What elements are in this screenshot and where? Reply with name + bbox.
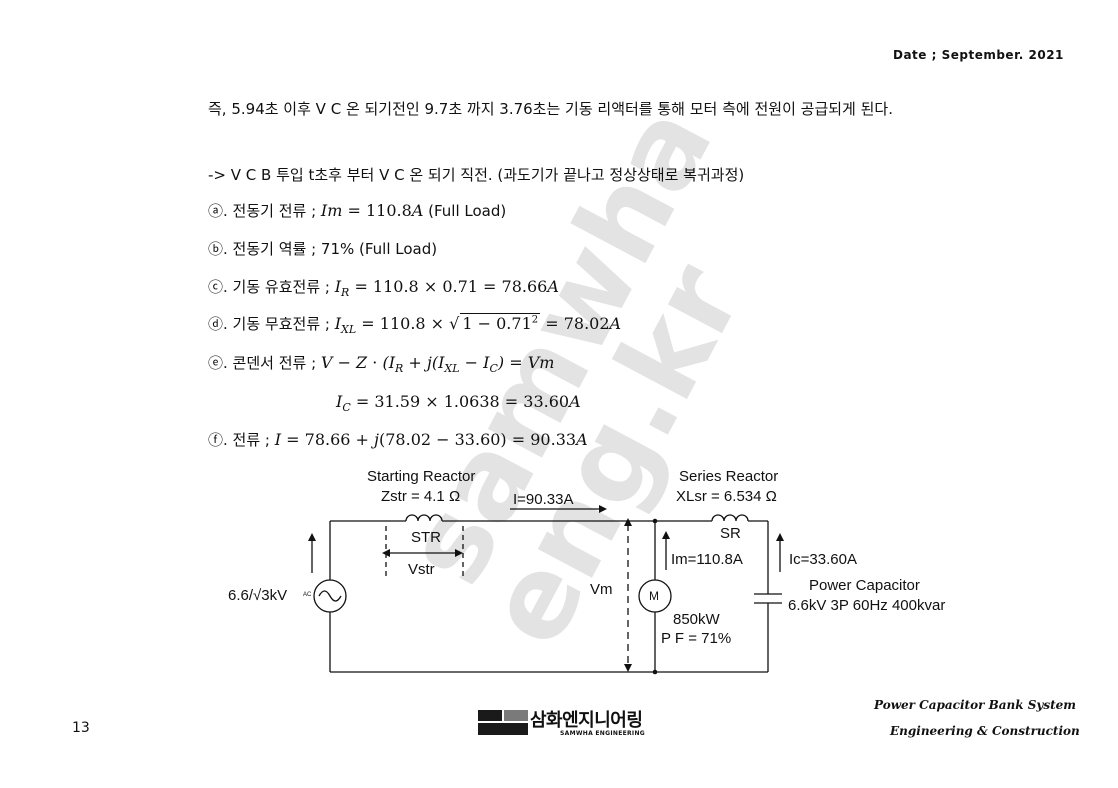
marker-f: ⓕ (208, 431, 224, 449)
im-label: Im=110.8A (671, 551, 743, 568)
page-number: 13 (72, 720, 90, 736)
ic-label: Ic=33.60A (789, 551, 857, 568)
note-a: (Full Load) (423, 202, 507, 220)
series-reactor-title: Series Reactor (679, 468, 779, 485)
label-b: . 전동기 역률 ; 71% (Full Load) (223, 240, 438, 258)
source-voltage-label: 6.6/√3kV (228, 587, 288, 604)
sine-icon (318, 590, 342, 602)
formula-d: IXL = 110.8 × √1 − 0.712 = 78.02A (334, 313, 622, 337)
label-e: . 콘덴서 전류 ; (223, 354, 321, 372)
starting-reactor-title: Starting Reactor (367, 468, 476, 485)
formula-a: Im = 110.8A (320, 201, 424, 220)
item-e: ⓔ. 콘덴서 전류 ; V − Z · (IR + j(IXL − IC) = … (208, 352, 554, 375)
logo-english: SAMWHA ENGINEERING (560, 730, 646, 737)
str-inductor-coil (405, 514, 443, 522)
footer-line-1: Power Capacitor Bank System (874, 698, 1076, 712)
document-date: Date ; September. 2021 (893, 48, 1064, 62)
power-factor-label: P F = 71% (661, 630, 732, 647)
item-e-capacitor-current: IC = 31.59 × 1.0638 = 33.60A (336, 392, 581, 414)
str-label: STR (411, 529, 441, 546)
starting-reactor-value: Zstr = 4.1 Ω (381, 488, 461, 505)
formula-c: IR = 110.8 × 0.71 = 78.66A (334, 277, 559, 300)
vstr-label: Vstr (408, 561, 435, 578)
label-f: . 전류 ; (223, 431, 275, 449)
sr-label: SR (720, 525, 741, 542)
item-f: ⓕ. 전류 ; I = 78.66 + j(78.02 − 33.60) = 9… (208, 429, 588, 450)
formula-e: V − Z · (IR + j(IXL − IC) = Vm (320, 353, 555, 376)
ac-source-circle (313, 579, 347, 613)
item-c: ⓒ. 기동 유효전류 ; IR = 110.8 × 0.71 = 78.66A (208, 276, 559, 299)
junction-bottom (652, 669, 658, 675)
marker-c: ⓒ (208, 278, 224, 296)
marker-b: ⓑ (208, 240, 224, 258)
motor-kw-label: 850kW (673, 611, 720, 628)
ac-label: AC (303, 592, 312, 598)
capacitor-plates (754, 593, 782, 604)
marker-e: ⓔ (208, 354, 224, 372)
formula-e2: IC = 31.59 × 1.0638 = 33.60A (336, 392, 581, 415)
label-a: . 전동기 전류 ; (223, 202, 321, 220)
motor-symbol: M (649, 589, 659, 603)
label-c: . 기동 유효전류 ; (223, 278, 335, 296)
item-b: ⓑ. 전동기 역률 ; 71% (Full Load) (208, 238, 437, 259)
item-a: ⓐ. 전동기 전류 ; Im = 110.8A (Full Load) (208, 200, 506, 221)
capacitor-rating: 6.6kV 3P 60Hz 400kvar (788, 597, 946, 614)
marker-a: ⓐ (208, 202, 224, 220)
series-reactor-value: XLsr = 6.534 Ω (676, 488, 777, 505)
footer-line-2: Engineering & Construction (890, 724, 1080, 738)
vm-label: Vm (590, 581, 613, 598)
marker-d: ⓓ (208, 315, 224, 333)
sr-inductor-coil (711, 514, 749, 522)
motor-circle (638, 579, 672, 613)
junction-top (652, 518, 658, 524)
section-heading: -> V C B 투입 t초후 부터 V C 온 되기 직전. (과도기가 끝나… (208, 166, 745, 184)
current-i-label: I=90.33A (513, 491, 574, 508)
capacitor-title: Power Capacitor (809, 577, 920, 594)
intro-paragraph: 즉, 5.94초 이후 V C 온 되기전인 9.7초 까지 3.76초는 기동… (208, 100, 893, 118)
label-d: . 기동 무효전류 ; (223, 315, 335, 333)
logo-korean: 삼화엔지니어링 (530, 710, 643, 731)
formula-f: I = 78.66 + j(78.02 − 33.60) = 90.33A (274, 430, 588, 449)
item-d: ⓓ. 기동 무효전류 ; IXL = 110.8 × √1 − 0.712 = … (208, 313, 621, 336)
logo-mark (478, 710, 528, 736)
